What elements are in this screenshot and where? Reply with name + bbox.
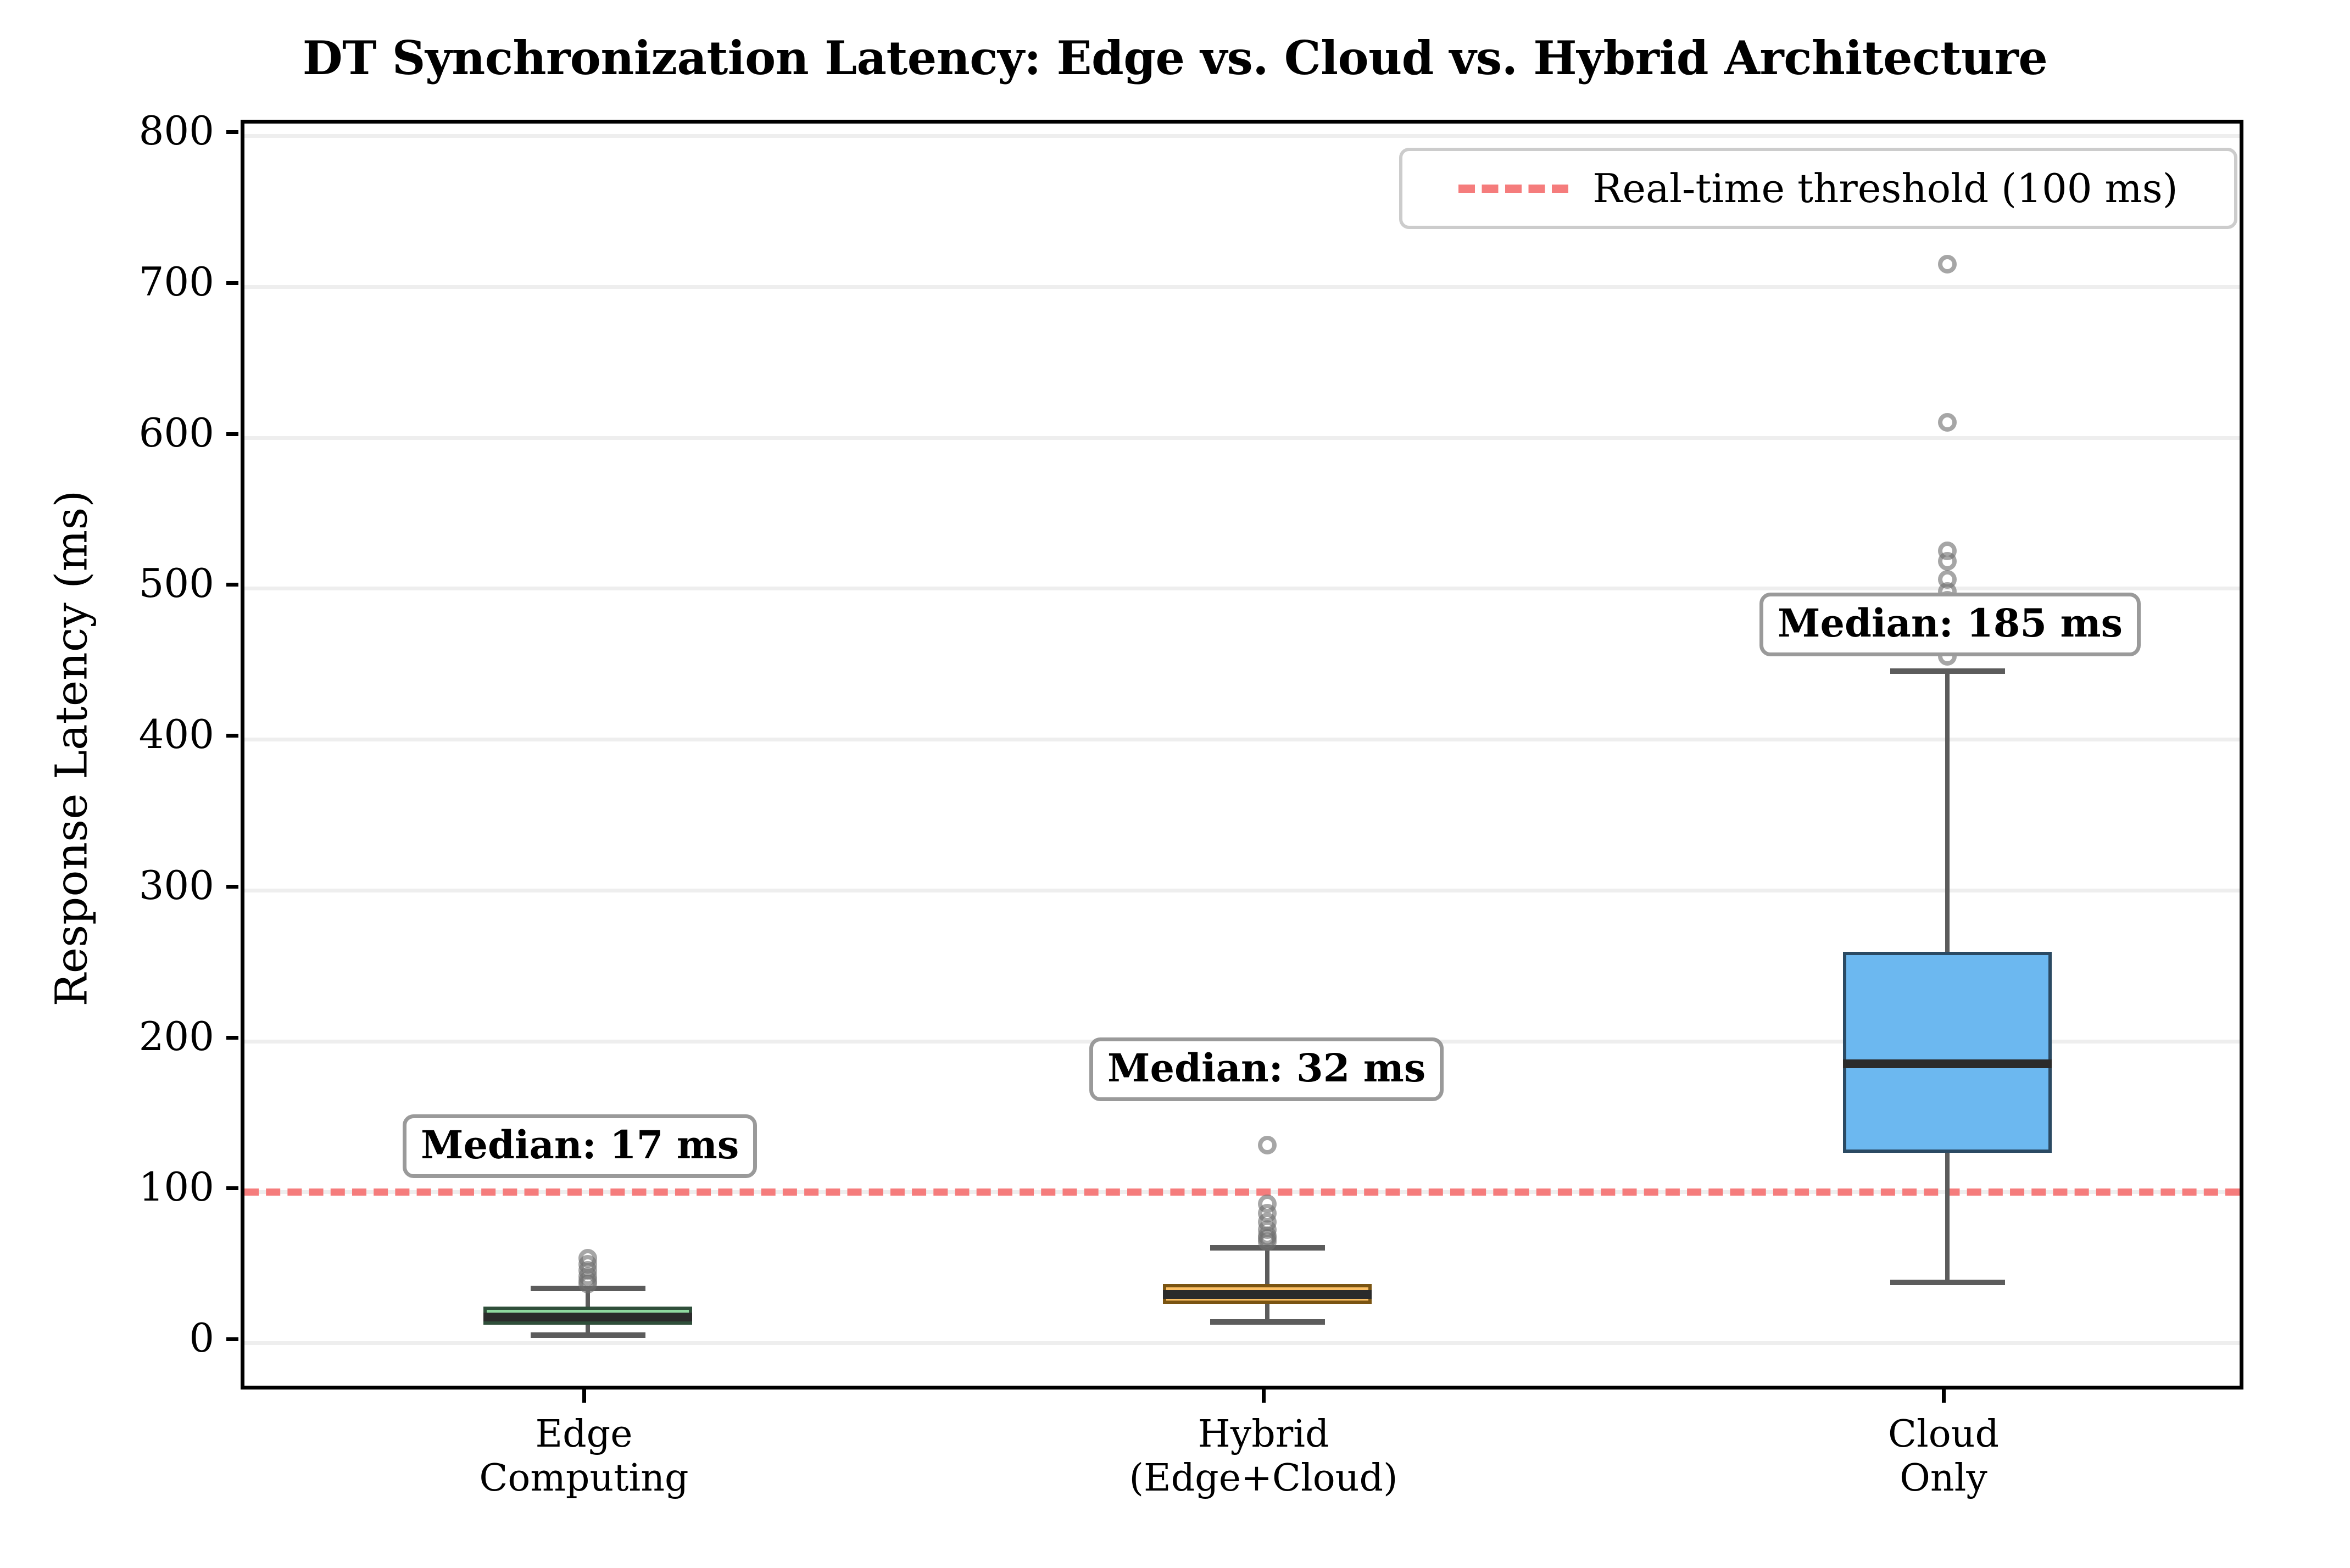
y-tick-label-400: 400 bbox=[138, 711, 214, 757]
median-annotation-0: Median: 17 ms bbox=[403, 1114, 758, 1178]
gridline-800 bbox=[244, 134, 2240, 138]
boxplot-cloud-only[interactable] bbox=[244, 124, 2240, 1386]
y-tick-mark-600 bbox=[226, 432, 238, 436]
whisker-lower bbox=[586, 1325, 590, 1336]
x-tick-label-2: Cloud Only bbox=[1887, 1413, 2000, 1500]
cap-upper bbox=[1890, 668, 2005, 674]
y-tick-mark-700 bbox=[226, 281, 238, 285]
y-tick-label-800: 800 bbox=[138, 108, 214, 154]
boxplot-hybrid-edge-cloud[interactable] bbox=[244, 124, 2240, 1386]
whisker-lower bbox=[1265, 1303, 1269, 1322]
median-line bbox=[1163, 1290, 1372, 1299]
x-tick-label-1: Hybrid (Edge+Cloud) bbox=[1129, 1413, 1398, 1500]
y-tick-mark-200 bbox=[226, 1035, 238, 1040]
median-line bbox=[483, 1313, 692, 1322]
x-tick-label-0: Edge Computing bbox=[479, 1413, 689, 1500]
outlier-point bbox=[1258, 1136, 1277, 1155]
y-tick-label-0: 0 bbox=[189, 1315, 214, 1361]
gridline-300 bbox=[244, 888, 2240, 892]
legend-threshold-label: Real-time threshold (100 ms) bbox=[1592, 165, 2178, 211]
median-line bbox=[1843, 1059, 2052, 1068]
y-tick-mark-100 bbox=[226, 1186, 238, 1191]
outlier-point bbox=[1938, 413, 1957, 432]
cap-lower bbox=[1890, 1280, 2005, 1286]
legend-threshold-swatch-icon bbox=[1458, 184, 1569, 193]
cap-lower bbox=[530, 1332, 645, 1338]
boxplot-edge-computing[interactable] bbox=[244, 124, 2240, 1386]
whisker-upper bbox=[1265, 1247, 1269, 1284]
y-tick-label-500: 500 bbox=[138, 560, 214, 607]
outlier-point bbox=[1258, 1232, 1277, 1251]
median-annotation-1: Median: 32 ms bbox=[1089, 1037, 1444, 1101]
whisker-upper bbox=[1945, 671, 1950, 952]
chart-title: DT Synchronization Latency: Edge vs. Clo… bbox=[302, 31, 2048, 85]
y-tick-label-200: 200 bbox=[138, 1013, 214, 1059]
x-tick-mark-0 bbox=[582, 1390, 586, 1403]
x-tick-mark-2 bbox=[1942, 1390, 1946, 1403]
threshold-line bbox=[244, 1188, 2240, 1196]
y-tick-label-100: 100 bbox=[138, 1164, 214, 1210]
gridline-600 bbox=[244, 436, 2240, 440]
plot-area: Median: 17 ms Median: 32 ms Median: 185 ms… bbox=[241, 120, 2243, 1390]
outlier-point bbox=[1938, 254, 1957, 274]
y-tick-label-700: 700 bbox=[138, 258, 214, 305]
y-tick-mark-300 bbox=[226, 884, 238, 889]
median-annotation-2: Median: 185 ms bbox=[1759, 593, 2141, 656]
y-tick-mark-800 bbox=[226, 130, 238, 134]
box-iqr[interactable] bbox=[1843, 952, 2052, 1153]
gridline-400 bbox=[244, 738, 2240, 741]
y-tick-mark-500 bbox=[226, 583, 238, 587]
gridline-0 bbox=[244, 1341, 2240, 1345]
gridline-500 bbox=[244, 587, 2240, 591]
cap-lower bbox=[1210, 1319, 1325, 1325]
whisker-lower bbox=[1945, 1152, 1950, 1283]
x-tick-mark-1 bbox=[1262, 1390, 1266, 1403]
whisker-upper bbox=[586, 1288, 590, 1307]
y-tick-mark-0 bbox=[226, 1337, 238, 1341]
y-tick-label-300: 300 bbox=[138, 862, 214, 908]
plot-inner: Median: 17 ms Median: 32 ms Median: 185 ms… bbox=[244, 124, 2240, 1386]
legend: Real-time threshold (100 ms) bbox=[1399, 148, 2237, 229]
outlier-point bbox=[578, 1274, 597, 1293]
y-tick-mark-400 bbox=[226, 734, 238, 738]
y-tick-label-600: 600 bbox=[138, 409, 214, 456]
gridline-700 bbox=[244, 284, 2240, 289]
outlier-point bbox=[1938, 551, 1957, 571]
